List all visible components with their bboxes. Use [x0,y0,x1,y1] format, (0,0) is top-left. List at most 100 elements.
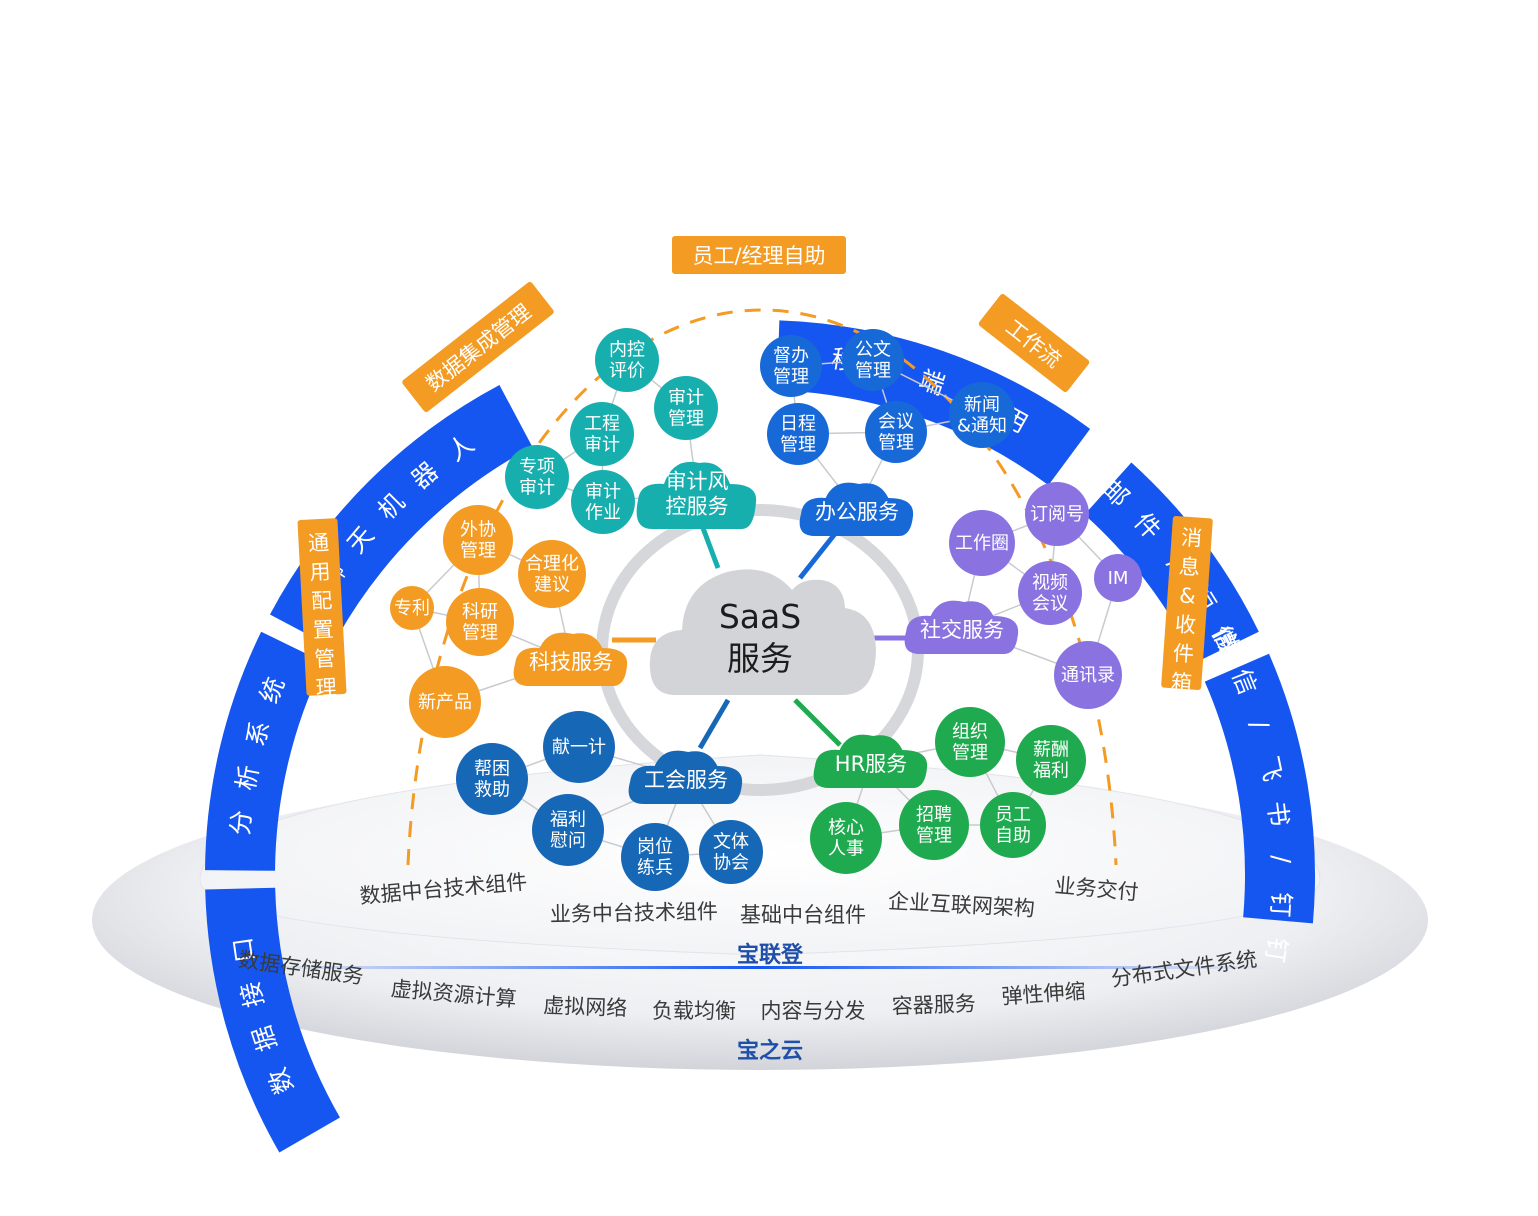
center-subtitle: 服务 [727,639,793,678]
union-item-label: 岗位 [637,837,673,858]
hr-item-label: 组织 [952,722,988,743]
office-item-bubble [949,382,1015,448]
audit-item-bubble [595,328,659,392]
audit-item-label: 工程 [584,414,620,435]
social-item-bubble [1025,482,1089,546]
hr-item-label: 福利 [1033,761,1069,782]
service-network: 内控评价审计管理工程审计专项审计审计作业审计风控服务督办管理公文管理日程管理会议… [390,328,1142,891]
audit-item-label: 审计 [585,482,621,503]
tech-item-bubble [409,666,481,738]
social-item: 工作圈 [949,510,1015,576]
union-hub-cloud [628,750,743,804]
office-item-label: 新闻 [964,395,1000,416]
outer-ring-label-char: 钉 [1265,891,1295,918]
hr-hub-label: HR服务 [835,752,907,776]
social-item-label: 会议 [1032,594,1068,615]
audit-item-bubble [505,445,569,509]
outer-ring-label-char: 钉 [1260,935,1292,964]
office-item-label: 管理 [855,361,891,382]
baozhiyun-item: 弹性伸缩 [1001,979,1086,1009]
outer-ring-segment [1204,653,1315,924]
node-layer: 内控评价审计管理工程审计专项审计审计作业审计风控服务督办管理公文管理日程管理会议… [390,328,1142,891]
hr-hub-cloud [813,734,928,788]
baozhiyun-item: 内容与分发 [761,999,866,1023]
outer-ring-label-char: 书 [1262,800,1294,828]
union-item-label: 献一计 [552,737,606,758]
hr-item-label: 自助 [995,826,1031,847]
union-item-label: 救助 [474,780,510,801]
baolian-item: 基础中台组件 [740,903,866,927]
tech-item-bubble [390,586,434,630]
union-spoke [697,698,731,750]
office-item-label: 管理 [773,367,809,388]
tech-item-label: 合理化 [525,554,579,575]
social-item-bubble [1094,554,1142,602]
audit-item-label: 审计 [668,388,704,409]
hr-item-label: 管理 [916,826,952,847]
social-item-label: 工作圈 [955,533,1009,554]
tag-upper-left: 数据集成管理 [402,281,554,413]
social-hub: 社交服务 [904,600,1019,654]
office-item-label: 管理 [780,435,816,456]
social-hub-label: 社交服务 [920,618,1004,642]
union-item-bubble [532,794,604,866]
office-item-label: 督办 [773,346,809,367]
union-item-label: 福利 [550,810,586,831]
audit-hub-label: 审计风 [666,470,729,494]
baolian-divider-line [250,966,1270,969]
baozhiyun-item: 容器服务 [891,992,976,1019]
baolian-item: 业务中台技术组件 [550,900,718,927]
tech-hub-label: 科技服务 [529,650,613,674]
union-item-label: 帮困 [474,759,510,780]
tech-item-label: 新产品 [418,692,472,713]
audit-hub-label: 控服务 [666,495,729,519]
audit-item-label: 审计 [519,478,555,499]
social-item-bubble [1054,641,1122,709]
tech-hub-cloud [513,632,628,686]
office-hub-cloud [799,482,914,536]
social-item-label: 通讯录 [1061,665,1115,686]
tech-item-label: 建议 [534,575,570,596]
union-item-label: 慰问 [550,831,586,852]
outer-ring-segment [205,887,340,1153]
tag-right: 消息&收件箱 [1161,516,1213,696]
tech-item-bubble [518,540,586,608]
audit-item-label: 内控 [609,340,645,361]
office-item-label: 日程 [780,414,816,435]
outer-ring-label-char: 口 [228,935,260,964]
center-title: SaaS [719,597,801,636]
outer-ring-label-char: / [1267,854,1296,864]
hr-item-label: 薪酬 [1033,740,1069,761]
hr-hub: HR服务 [813,734,928,788]
tech-item-label: 专利 [394,598,430,619]
social-item-bubble [949,510,1015,576]
outer-ring-label-char: 飞 [1254,754,1287,784]
social-item-label: IM [1108,568,1129,589]
office-spoke [798,528,840,580]
baozhiyun-item: 负载均衡 [652,999,736,1023]
hr-item-bubble [980,792,1046,858]
union-item-bubble [456,743,528,815]
tag-left-text: 通用配置管理 [308,531,338,701]
audit-item-label: 管理 [668,409,704,430]
office-hub-label: 办公服务 [815,500,899,524]
hr-item-bubble [899,790,969,860]
union-item-bubble [543,711,615,783]
office-item-bubble [767,403,829,465]
